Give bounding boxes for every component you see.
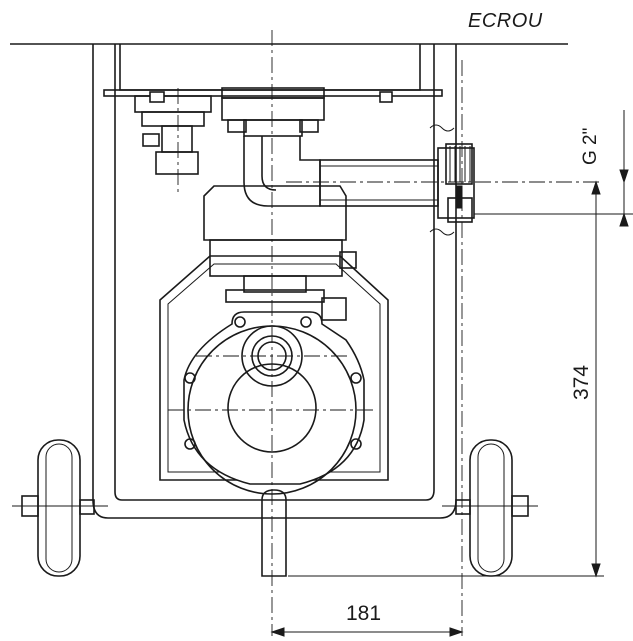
outlet-flange — [221, 87, 393, 137]
drain-valve — [134, 88, 212, 196]
width-dimension-label: 181 — [346, 602, 382, 625]
height-dimension — [288, 180, 604, 578]
width-dimension — [270, 627, 464, 637]
thread-dimension — [474, 110, 633, 227]
centre-lines — [168, 30, 600, 636]
left-wheel — [12, 439, 108, 577]
motor-shroud — [159, 255, 389, 481]
pump-volute — [183, 311, 365, 495]
tank-base — [103, 44, 443, 97]
support-foot — [261, 489, 287, 577]
thread-size-label: G 2" — [580, 127, 601, 165]
height-dimension-label: 374 — [570, 364, 593, 400]
nut-label: ECROU — [468, 10, 543, 32]
discharge-elbow — [243, 136, 439, 207]
